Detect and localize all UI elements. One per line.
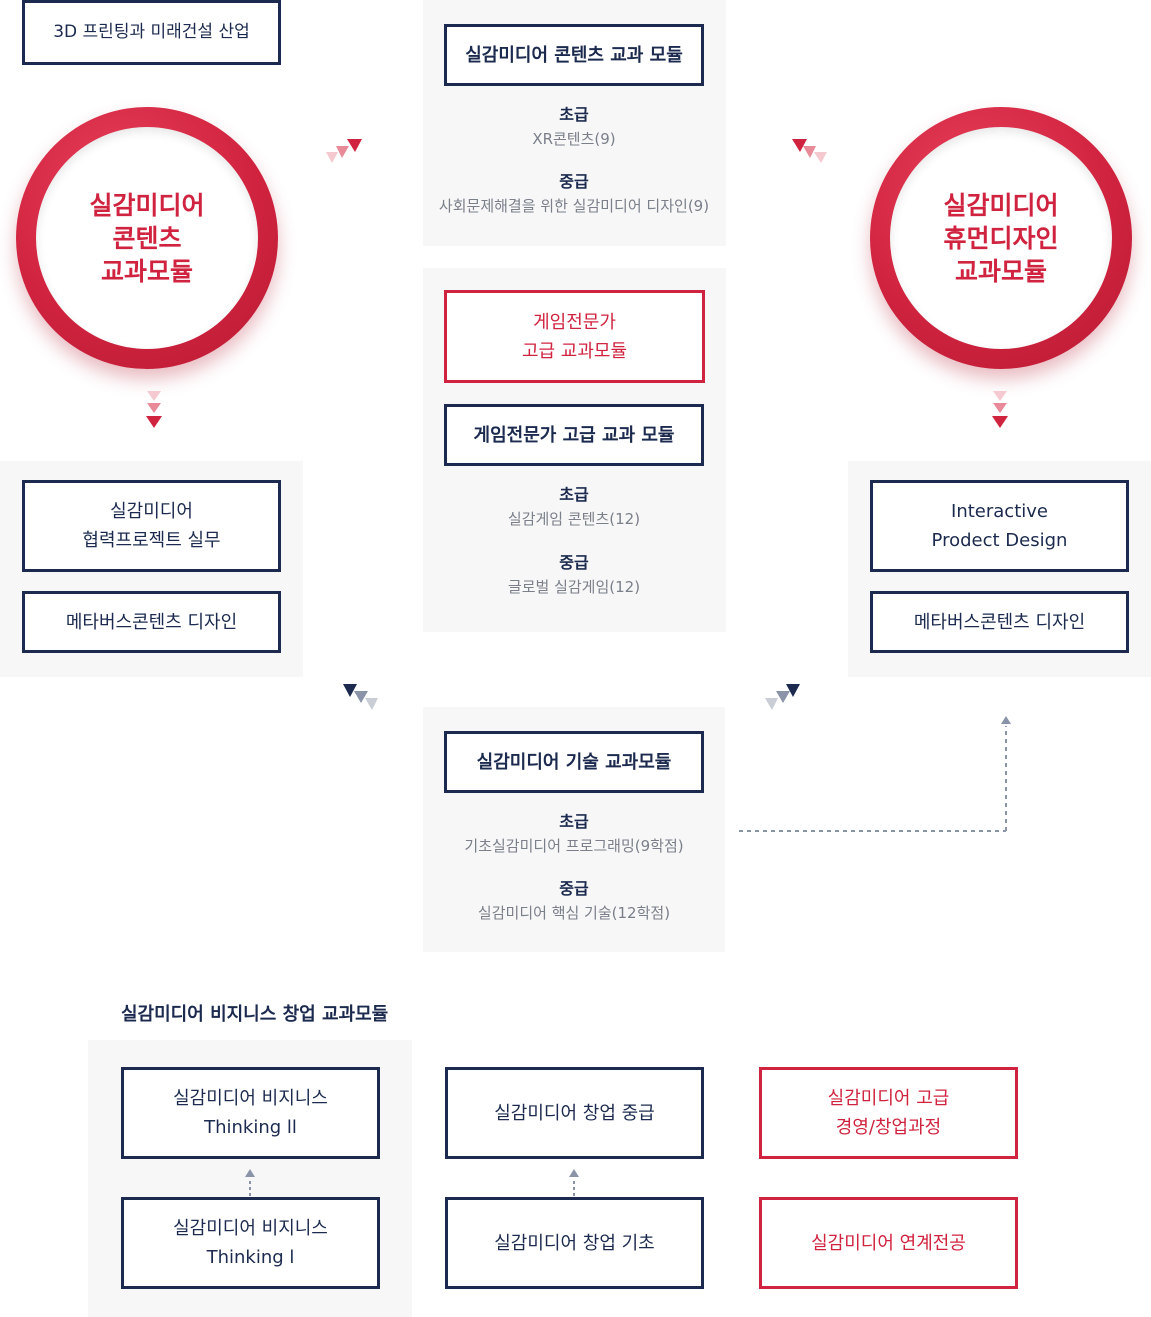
level-label: 초급 bbox=[559, 105, 589, 124]
metaverse-design-box-right: 메타버스콘텐츠 디자인 bbox=[870, 591, 1129, 653]
collab-project-line: 실감미디어 bbox=[110, 501, 193, 522]
content-level-intermediate: 중급 사회문제해결을 위한 실감미디어 디자인(9) bbox=[423, 170, 725, 218]
content-module-title: 실감미디어 콘텐츠 교과 모듈 bbox=[465, 44, 683, 66]
tech-level-beginner: 초급 기초실감미디어 프로그래밍(9학점) bbox=[423, 810, 725, 858]
business-thinking-1-box: 실감미디어 비지니스 Thinking l bbox=[121, 1197, 380, 1289]
arrow-triple-up-left-icon bbox=[792, 139, 827, 163]
game-highlight-line: 고급 교과모듈 bbox=[521, 340, 628, 362]
business-thinking-line: 실감미디어 비지니스 bbox=[173, 1088, 328, 1109]
business-thinking-2-box: 실감미디어 비지니스 Thinking ll bbox=[121, 1067, 380, 1159]
game-module-title: 게임전문가 고급 교과 모듈 bbox=[473, 424, 675, 446]
interactive-design-box: Interactive Prodect Design bbox=[870, 480, 1129, 572]
future-construction-label: 3D 프린팅과 미래건설 산업 bbox=[53, 22, 250, 42]
game-advanced-highlight-box: 게임전문가 고급 교과모듈 bbox=[444, 290, 705, 383]
advanced-management-box: 실감미디어 고급 경영/창업과정 bbox=[759, 1067, 1018, 1159]
arrow-triple-down-left-icon bbox=[146, 391, 162, 428]
collab-project-line: 협력프로젝트 실무 bbox=[82, 530, 221, 551]
course-name: 사회문제해결을 위한 실감미디어 디자인(9) bbox=[438, 197, 710, 215]
startup-basic-label: 실감미디어 창업 기초 bbox=[494, 1232, 655, 1254]
circle-line: 콘텐츠 bbox=[112, 223, 182, 253]
circle-line: 실감미디어 bbox=[89, 190, 205, 220]
startup-intermediate-box: 실감미디어 창업 중급 bbox=[445, 1067, 704, 1159]
game-level-beginner: 초급 실감게임 콘텐츠(12) bbox=[423, 483, 725, 531]
linked-major-box: 실감미디어 연계전공 bbox=[759, 1197, 1018, 1289]
arrow-triple-down-right-icon bbox=[992, 391, 1008, 428]
course-name: 기초실감미디어 프로그래밍(9학점) bbox=[464, 837, 684, 855]
dashed-up-arrow-startup-icon bbox=[569, 1169, 579, 1196]
human-design-module-circle-inner: 실감미디어 휴먼디자인 교과모듈 bbox=[890, 127, 1112, 349]
advanced-management-line: 실감미디어 고급 bbox=[827, 1088, 950, 1109]
circle-line: 교과모듈 bbox=[954, 256, 1047, 286]
level-label: 초급 bbox=[559, 485, 589, 504]
course-name: 실감미디어 핵심 기술(12학점) bbox=[477, 904, 671, 922]
arrow-triple-navy-right-icon bbox=[765, 684, 800, 710]
level-label: 중급 bbox=[559, 172, 589, 191]
metaverse-design-label: 메타버스콘텐츠 디자인 bbox=[65, 611, 238, 633]
circle-line: 휴먼디자인 bbox=[943, 223, 1059, 253]
content-level-beginner: 초급 XR콘텐츠(9) bbox=[423, 103, 725, 151]
business-thinking-line: Thinking l bbox=[206, 1247, 295, 1268]
circle-line: 교과모듈 bbox=[100, 256, 193, 286]
level-label: 중급 bbox=[559, 879, 589, 898]
startup-basic-box: 실감미디어 창업 기초 bbox=[445, 1197, 704, 1289]
game-highlight-line: 게임전문가 bbox=[533, 311, 616, 333]
business-section-title: 실감미디어 비지니스 창업 교과모듈 bbox=[121, 1004, 389, 1025]
interactive-design-line: Interactive bbox=[951, 501, 1048, 522]
arrow-triple-navy-left-icon bbox=[343, 684, 378, 710]
advanced-management-line: 경영/창업과정 bbox=[835, 1117, 942, 1138]
dashed-connector-tech-to-right bbox=[739, 716, 1011, 832]
dashed-up-arrow-thinking-icon bbox=[245, 1169, 255, 1196]
collab-project-box: 실감미디어 협력프로젝트 실무 bbox=[22, 480, 281, 572]
linked-major-label: 실감미디어 연계전공 bbox=[811, 1232, 966, 1254]
tech-module-title-box: 실감미디어 기술 교과모듈 bbox=[444, 731, 704, 793]
interactive-design-line: Prodect Design bbox=[931, 530, 1068, 551]
tech-level-intermediate: 중급 실감미디어 핵심 기술(12학점) bbox=[423, 877, 725, 925]
game-level-intermediate: 중급 글로벌 실감게임(12) bbox=[423, 551, 725, 599]
content-module-circle-inner: 실감미디어 콘텐츠 교과모듈 bbox=[36, 127, 258, 349]
game-module-title-box: 게임전문가 고급 교과 모듈 bbox=[444, 404, 704, 466]
tech-module-title: 실감미디어 기술 교과모듈 bbox=[476, 751, 672, 773]
arrow-triple-up-right-icon bbox=[326, 139, 362, 163]
level-label: 중급 bbox=[559, 553, 589, 572]
course-name: 실감게임 콘텐츠(12) bbox=[507, 510, 641, 528]
level-label: 초급 bbox=[559, 812, 589, 831]
metaverse-design-box-left: 메타버스콘텐츠 디자인 bbox=[22, 591, 281, 653]
business-thinking-line: Thinking ll bbox=[204, 1117, 297, 1138]
future-construction-box: 3D 프린팅과 미래건설 산업 bbox=[22, 0, 281, 65]
human-design-module-circle: 실감미디어 휴먼디자인 교과모듈 bbox=[870, 107, 1132, 369]
business-thinking-line: 실감미디어 비지니스 bbox=[173, 1218, 328, 1239]
metaverse-design-label: 메타버스콘텐츠 디자인 bbox=[913, 611, 1086, 633]
course-name: XR콘텐츠(9) bbox=[532, 130, 616, 148]
circle-line: 실감미디어 bbox=[943, 190, 1059, 220]
content-module-title-box: 실감미디어 콘텐츠 교과 모듈 bbox=[444, 24, 704, 86]
course-name: 글로벌 실감게임(12) bbox=[507, 578, 641, 596]
startup-intermediate-label: 실감미디어 창업 중급 bbox=[494, 1102, 655, 1124]
content-module-circle: 실감미디어 콘텐츠 교과모듈 bbox=[16, 107, 278, 369]
